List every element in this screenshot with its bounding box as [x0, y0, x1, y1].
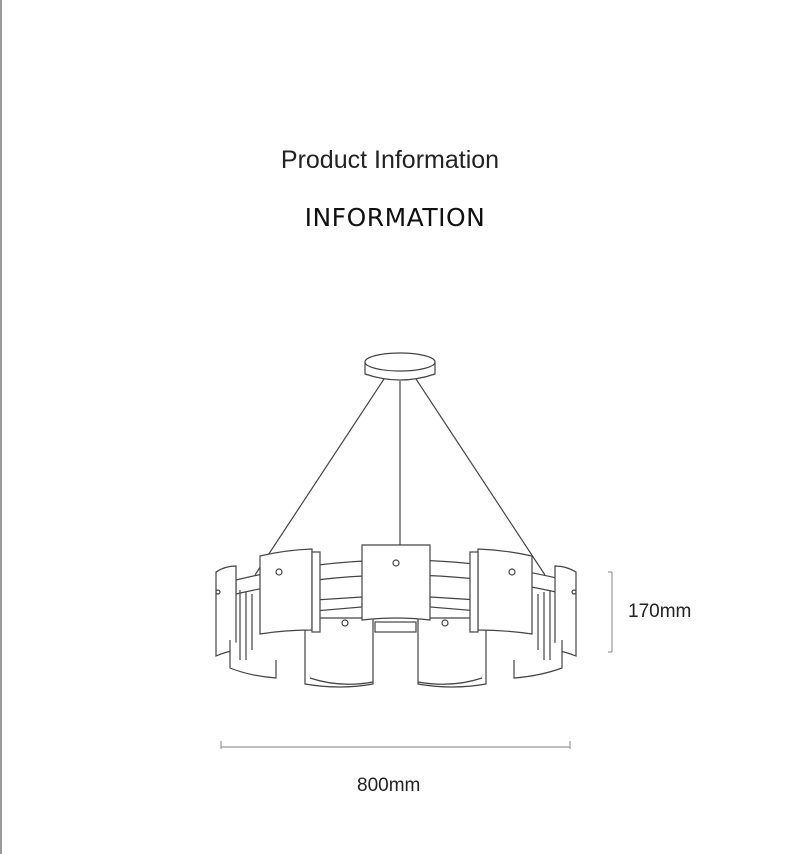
page-edge-line — [0, 0, 2, 854]
height-dimension-line — [608, 571, 613, 653]
suspension-cables — [254, 378, 546, 576]
front-shades — [259, 544, 533, 635]
lower-shades — [304, 617, 487, 688]
width-dimension-line — [220, 741, 571, 749]
outer-shades — [215, 565, 577, 679]
page-title: Product Information — [280, 146, 500, 174]
canopy — [364, 352, 436, 381]
height-dimension-label: 170mm — [628, 601, 692, 622]
width-dimension-label: 800mm — [357, 775, 421, 796]
page-subtitle: INFORMATION — [304, 203, 486, 232]
